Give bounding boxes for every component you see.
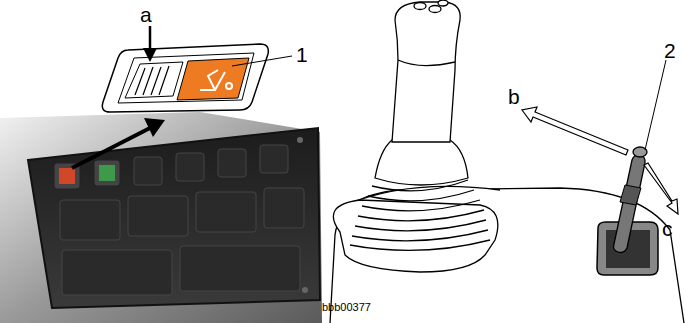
rocker-switch xyxy=(102,44,268,112)
callout-letter: c xyxy=(662,218,673,239)
zoom-arrowhead xyxy=(144,118,165,137)
press-arrowhead xyxy=(143,48,157,62)
direction-arrow xyxy=(522,107,678,214)
control-panel-photo xyxy=(0,112,322,323)
leader-line xyxy=(645,60,666,150)
callout-number: 1 xyxy=(296,44,308,65)
callout-letter: b xyxy=(508,86,520,107)
figure-code: bbb00377 xyxy=(322,302,371,313)
callout-number: 2 xyxy=(664,40,676,61)
leader-line xyxy=(232,56,292,66)
callout-letter: a xyxy=(140,4,152,25)
joystick xyxy=(330,0,684,323)
zoom-arrow xyxy=(72,128,150,168)
